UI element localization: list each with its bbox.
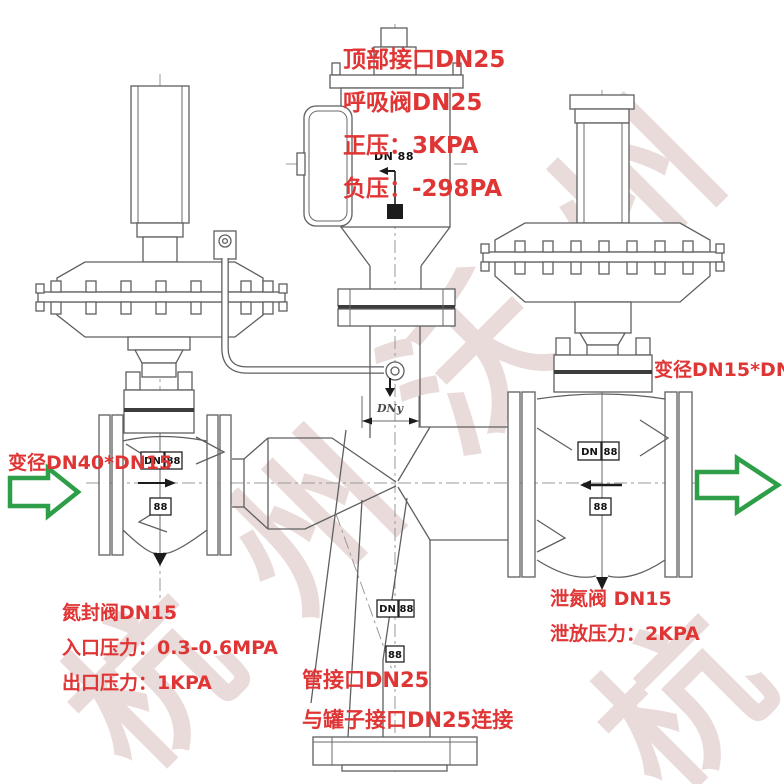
annotation-line: 顶部接口DN25 bbox=[343, 47, 506, 73]
valve-size-plate: DN 88 88 bbox=[140, 451, 183, 516]
svg-text:88: 88 bbox=[400, 604, 414, 615]
annotation-line: 泄放压力：2KPA bbox=[550, 623, 700, 645]
right-reducer-annotation: 变径DN15*DN40 bbox=[654, 359, 784, 381]
pipe-size-plate: DN 88 88 bbox=[376, 599, 415, 663]
breather-valve-drawing: DN 88 bbox=[296, 27, 464, 327]
impulse-tube bbox=[221, 258, 405, 381]
nitrogen-seal-valve-drawing: DN 88 88 bbox=[35, 85, 288, 566]
svg-text:DN: DN bbox=[379, 604, 396, 615]
diaphragm-bolts bbox=[480, 240, 725, 275]
breather-size-label: DN 88 bbox=[374, 150, 414, 163]
nitrogen-relief-valve-annotation: 泄氮阀 DN15 泄放压力：2KPA bbox=[550, 584, 700, 654]
annotation-line: 氮封阀DN15 bbox=[62, 602, 178, 624]
annotation-line: 负压：-298PA bbox=[343, 176, 503, 202]
breather-valve-annotation: 顶部接口DN25 呼吸阀DN25 正压：3KPA 负压：-298PA bbox=[343, 40, 505, 212]
outlet-flow-arrow-icon bbox=[694, 453, 783, 517]
annotation-line: 管接口DN25 bbox=[302, 668, 430, 692]
valve-size-plate: DN 88 88 bbox=[577, 441, 620, 516]
flow-arrow-right-icon bbox=[138, 478, 176, 488]
flow-arrow-left-icon bbox=[580, 480, 622, 490]
svg-text:DN: DN bbox=[144, 456, 161, 467]
svg-text:88: 88 bbox=[604, 447, 618, 458]
pipe-dimension: DNy bbox=[361, 396, 420, 428]
nitrogen-relief-valve-drawing: DN 88 88 bbox=[480, 94, 725, 590]
center-pipe-drawing: DNy DN 88 88 bbox=[232, 326, 508, 772]
annotation-line: 入口压力：0.3-0.6MPA bbox=[62, 637, 278, 659]
svg-text:DN: DN bbox=[581, 447, 598, 458]
flow-arrow-down-icon bbox=[385, 378, 395, 397]
flow-arrow-down-icon bbox=[379, 167, 403, 219]
tank-flange bbox=[312, 736, 478, 772]
inlet-flow-arrow-icon bbox=[7, 463, 82, 521]
nitrogen-seal-valve-annotation: 氮封阀DN15 入口压力：0.3-0.6MPA 出口压力：1KPA bbox=[62, 598, 278, 703]
dimension-label: DNy bbox=[376, 402, 405, 415]
annotation-line: 呼吸阀DN25 bbox=[343, 90, 483, 116]
svg-text:88: 88 bbox=[154, 502, 168, 513]
annotation-line: 泄氮阀 DN15 bbox=[550, 588, 672, 610]
svg-text:88: 88 bbox=[167, 456, 181, 467]
annotation-line: 正压：3KPA bbox=[343, 133, 479, 159]
svg-text:88: 88 bbox=[594, 502, 608, 513]
diaphragm-bolts bbox=[35, 280, 288, 315]
svg-text:88: 88 bbox=[388, 650, 402, 661]
annotation-line: 与罐子接口DN25连接 bbox=[302, 708, 514, 732]
pipe-connection-annotation: 管接口DN25 与罐子接口DN25连接 bbox=[302, 664, 513, 744]
left-reducer-annotation: 变径DN40*DN15 bbox=[8, 452, 173, 474]
impulse-fitting bbox=[213, 230, 237, 260]
annotation-line: 出口压力：1KPA bbox=[62, 672, 212, 694]
